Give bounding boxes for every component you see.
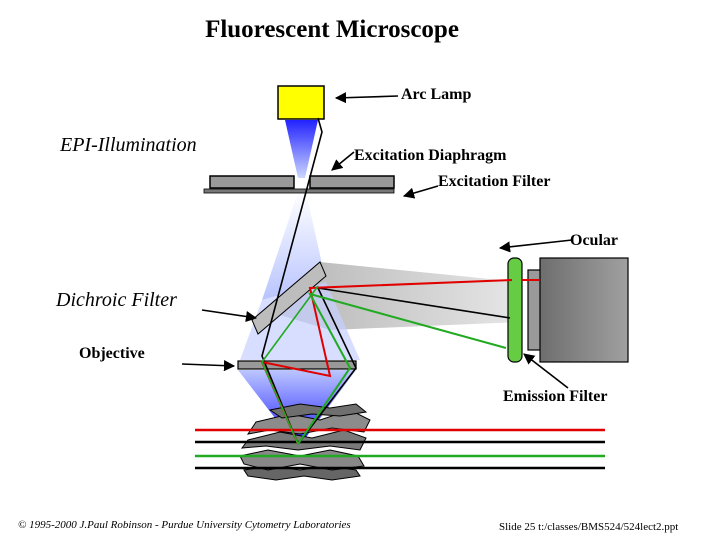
dichroic-filter-arrow	[201, 309, 258, 323]
label-objective: Objective	[79, 345, 145, 362]
label-epi-illumination: EPI-Illumination	[60, 134, 197, 156]
objective-lens	[237, 360, 357, 370]
label-ocular: Ocular	[570, 232, 618, 249]
green-emission-ray	[297, 292, 507, 445]
emission-filter	[507, 257, 523, 363]
footer-slide-info: Slide 25 t:/classes/BMS524/524lect2.ppt	[499, 521, 679, 533]
label-arc-lamp: Arc Lamp	[401, 86, 472, 103]
excitation-diaphragm-right	[309, 175, 395, 189]
arc-lamp-arrow	[334, 92, 399, 104]
objective-arrow	[181, 360, 236, 372]
emission-filter-arrow	[523, 353, 569, 389]
label-excitation-filter: Excitation Filter	[438, 173, 551, 190]
label-emission-filter: Emission Filter	[503, 388, 608, 405]
objective-upper-cone	[240, 282, 360, 360]
diagram-title: Fluorescent Microscope	[205, 16, 459, 43]
ocular-arrow	[498, 239, 573, 253]
footer-copyright: © 1995-2000 J.Paul Robinson - Purdue Uni…	[18, 519, 351, 531]
label-dichroic-filter: Dichroic Filter	[56, 289, 177, 311]
excitation-filter	[203, 188, 395, 194]
excitation-ray	[261, 117, 323, 445]
ocular-body	[539, 257, 629, 363]
label-excitation-diaphragm: Excitation Diaphragm	[354, 147, 507, 164]
arc-lamp	[277, 85, 325, 120]
excitation-filter-arrow	[402, 185, 439, 199]
excitation-cone	[285, 120, 318, 178]
green-emission-ray-2	[261, 285, 319, 445]
return-ray-black	[297, 286, 511, 445]
excitation-diaphragm-arrow	[331, 151, 355, 171]
dichroic-filter	[251, 261, 327, 335]
excitation-diaphragm-left	[209, 175, 295, 189]
